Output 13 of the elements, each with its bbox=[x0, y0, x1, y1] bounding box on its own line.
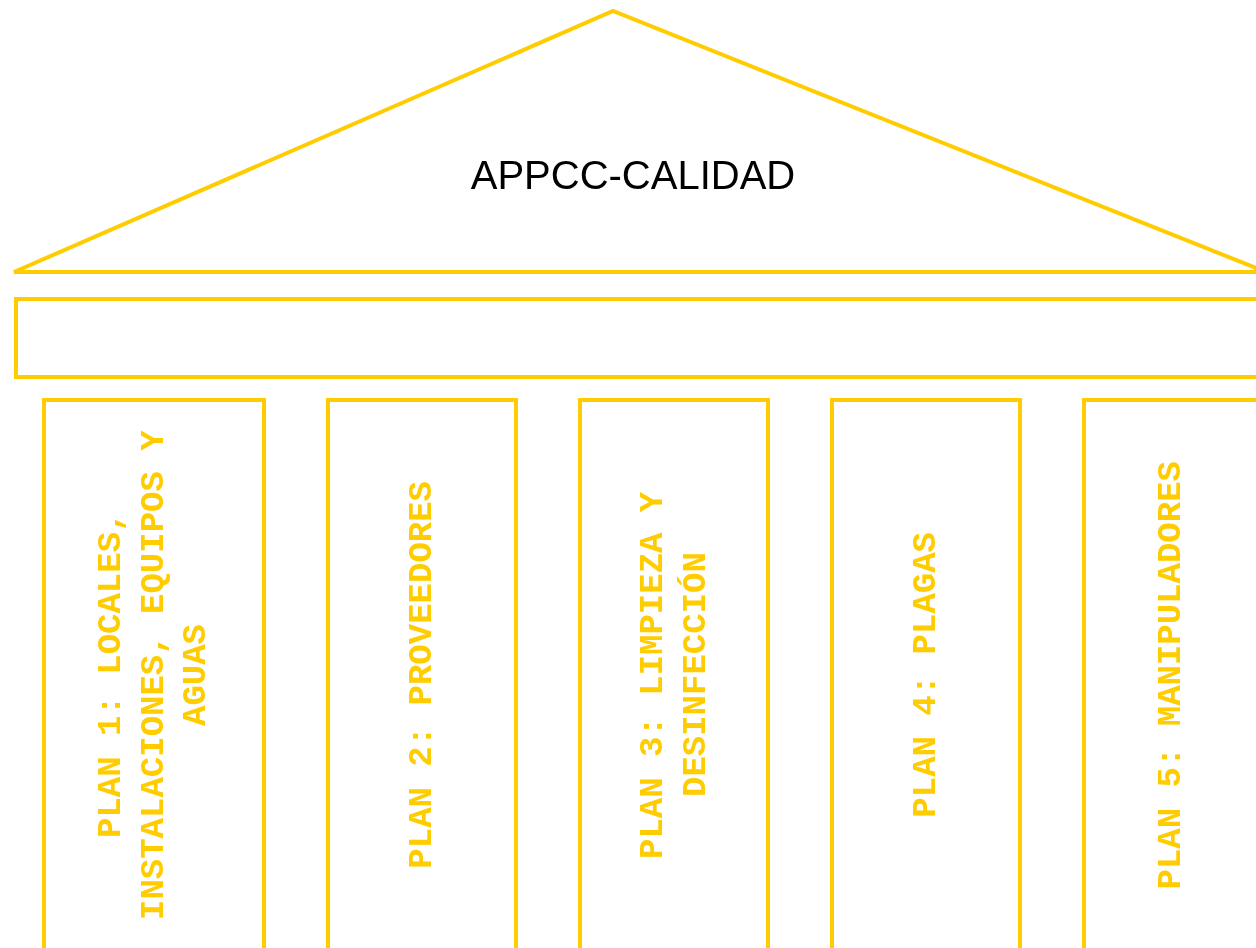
column-box bbox=[578, 398, 770, 948]
column-label: PLAN 3: LIMPIEZA Y DESINFECCIÓN bbox=[632, 490, 715, 861]
column-box bbox=[42, 398, 266, 948]
column-box bbox=[1082, 398, 1256, 948]
column-label: PLAN 2: PROVEEDORES bbox=[401, 481, 442, 869]
beam-box bbox=[14, 297, 1256, 379]
roof-title: APPCC-CALIDAD bbox=[470, 153, 796, 198]
column-label: PLAN 1: LOCALES, INSTALACIONES, EQUIPOS Y AGUAS bbox=[91, 429, 217, 922]
column-box bbox=[326, 398, 518, 948]
column-label: PLAN 5: MANIPULADORES bbox=[1150, 460, 1191, 890]
roof-pediment bbox=[10, 8, 1256, 276]
column-label: PLAN 4: PLAGAS bbox=[905, 532, 946, 818]
column-box bbox=[830, 398, 1022, 948]
